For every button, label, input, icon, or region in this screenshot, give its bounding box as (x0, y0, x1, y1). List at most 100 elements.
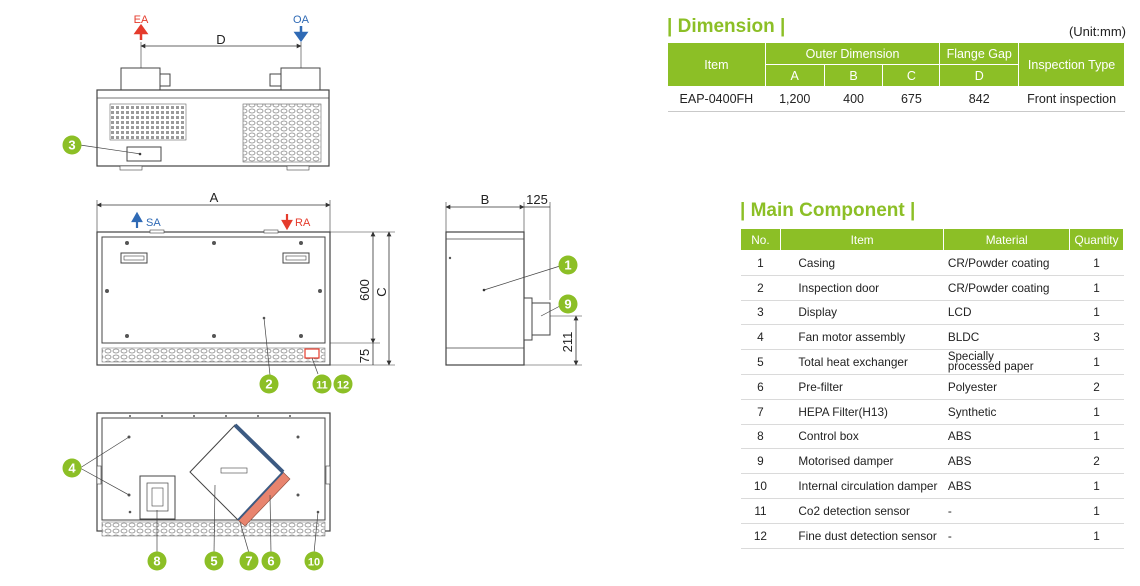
callout-4-number: 4 (68, 461, 76, 476)
callout-9-number: 9 (564, 297, 571, 312)
dim-125-label: 125 (526, 192, 548, 207)
row-quantity: 3 (1069, 324, 1124, 351)
row-item: HEPA Filter(H13) (780, 399, 944, 425)
row-quantity: 1 (1069, 300, 1124, 326)
row-quantity: 2 (1069, 448, 1124, 475)
table-row: 1 Casing CR/Powder coating 1 (740, 250, 1124, 276)
dim-cell-d: 842 (939, 86, 1019, 112)
row-no: 5 (740, 349, 781, 375)
callout-5 (204, 551, 224, 571)
unit-label: (Unit:mm) (1068, 24, 1126, 39)
row-no: 12 (740, 523, 781, 549)
table-row: 5 Total heat exchanger Specially process… (740, 349, 1124, 375)
callout-10-number: 10 (308, 557, 320, 569)
row-no: 6 (740, 374, 781, 400)
row-quantity: 1 (1069, 473, 1124, 499)
table-row: 8 Control box ABS 1 (740, 424, 1124, 450)
dim-211-label: 211 (560, 332, 575, 353)
callout-8 (147, 551, 167, 571)
row-quantity: 1 (1069, 275, 1124, 301)
row-material: BLDC (943, 324, 1070, 351)
callout-4 (62, 458, 82, 478)
dimension-table: Item Outer Dimension Flange Gap Inspecti… (667, 42, 1125, 112)
row-no: 8 (740, 424, 781, 450)
callout-5-number: 5 (210, 554, 217, 569)
callout-10 (304, 551, 324, 571)
row-material: Polyester (943, 374, 1070, 400)
table-row: EAP-0400FH 1,200 400 675 842 Front inspe… (667, 86, 1125, 112)
row-item: Internal circulation damper (780, 473, 944, 499)
callout-2 (259, 374, 279, 394)
table-row: 2 Inspection door CR/Powder coating 1 (740, 275, 1124, 301)
row-material-line2: processed paper (947, 361, 1034, 374)
row-quantity: 1 (1069, 523, 1124, 549)
dim-header-c: C (882, 64, 941, 87)
callout-7 (239, 551, 259, 571)
callout-11-number: 11 (316, 380, 328, 392)
callout-1 (558, 255, 578, 275)
dimension-title: | Dimension | (667, 16, 786, 37)
table-row: 3 Display LCD 1 (740, 300, 1124, 326)
row-no: 11 (740, 498, 781, 524)
row-no: 2 (740, 275, 781, 301)
row-item: Co2 detection sensor (780, 498, 944, 524)
table-row: 9 Motorised damper ABS 2 (740, 448, 1124, 475)
row-quantity: 1 (1069, 424, 1124, 450)
dim-header-a: A (764, 64, 825, 87)
b-dimension-label: B (481, 192, 490, 207)
row-quantity: 2 (1069, 374, 1124, 400)
callout-3 (62, 135, 82, 155)
dim-c-label: C (374, 287, 389, 296)
comp-header-item: Item (779, 228, 945, 251)
row-material: Synthetic (943, 399, 1070, 425)
callout-7-number: 7 (245, 554, 252, 569)
a-dimension-label: A (210, 190, 219, 205)
row-item: Total heat exchanger (780, 349, 944, 375)
component-table: No. Item Material Quantity 1 Casing CR/P… (740, 228, 1124, 549)
dim-header-flange: Flange Gap (939, 42, 1020, 65)
main-component-title: | Main Component | (740, 200, 916, 221)
row-material-line1: Specially (947, 351, 994, 364)
dim-cell-a: 1,200 (765, 86, 825, 112)
row-material: ABS (943, 473, 1070, 499)
row-material: ABS (943, 424, 1070, 450)
dim-header-item: Item (667, 42, 766, 87)
front-view: A SA RA 600 C 75 (96, 190, 395, 394)
table-row: 12 Fine dust detection sensor - 1 (740, 523, 1124, 549)
row-quantity: 1 (1069, 399, 1124, 425)
callout-12 (333, 374, 353, 394)
dim-cell-item: EAP-0400FH (667, 86, 766, 112)
row-item: Motorised damper (780, 448, 944, 475)
dim-cell-inspection: Front inspection (1018, 86, 1125, 112)
oa-label: OA (293, 14, 310, 26)
table-row: 7 HEPA Filter(H13) Synthetic 1 (740, 399, 1124, 425)
row-no: 7 (740, 399, 781, 425)
sa-label: SA (146, 217, 161, 229)
comp-header-quantity: Quantity (1069, 228, 1124, 251)
row-no: 3 (740, 300, 781, 326)
row-item: Inspection door (780, 275, 944, 301)
table-row: 4 Fan motor assembly BLDC 3 (740, 324, 1124, 351)
callout-3-number: 3 (68, 138, 75, 153)
callout-12-number: 12 (337, 380, 349, 392)
row-no: 1 (740, 250, 781, 276)
dim-cell-b: 400 (824, 86, 883, 112)
row-item: Casing (780, 250, 944, 276)
side-view: B 125 211 1 9 (445, 192, 582, 366)
callout-2-number: 2 (265, 377, 272, 392)
row-item: Control box (780, 424, 944, 450)
dim-600-label: 600 (357, 279, 372, 301)
row-quantity: 1 (1069, 498, 1124, 524)
callout-6-number: 6 (267, 554, 274, 569)
table-row: 11 Co2 detection sensor - 1 (740, 498, 1124, 524)
row-material: - (943, 498, 1070, 524)
row-no: 10 (740, 473, 781, 499)
dim-header-b: B (823, 64, 884, 87)
ra-label: RA (295, 217, 311, 229)
callout-1-number: 1 (564, 258, 571, 273)
dim-75-label: 75 (357, 349, 372, 363)
ea-label: EA (134, 14, 149, 26)
top-view: EA OA D 3 (62, 14, 330, 171)
row-material: ABS (943, 448, 1070, 475)
dim-header-d: D (939, 64, 1020, 87)
